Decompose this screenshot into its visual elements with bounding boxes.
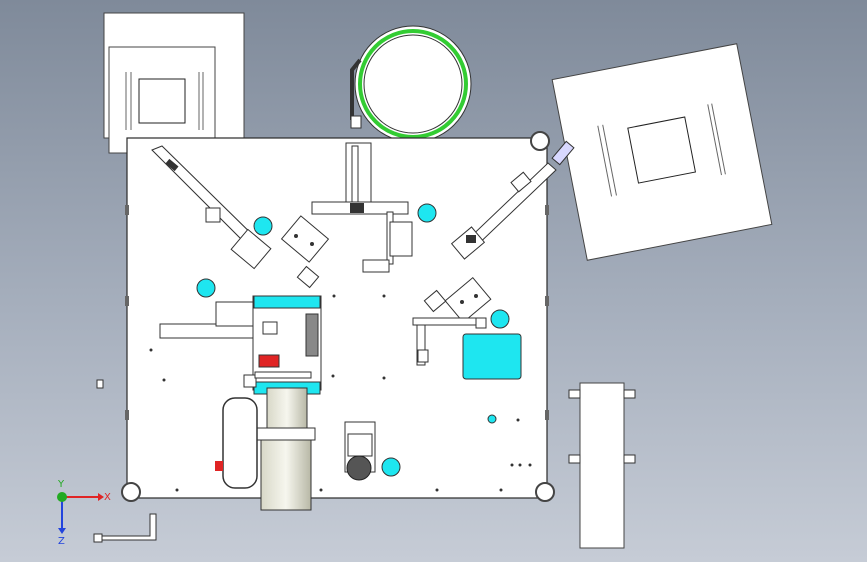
right-arm-assembly[interactable] — [412, 317, 522, 380]
x-axis-label: X — [104, 492, 111, 503]
left-actuator-module[interactable] — [159, 295, 322, 395]
z-axis-label: Z — [58, 536, 65, 547]
coordinate-triad: X Y Z — [57, 479, 111, 547]
base-plate[interactable] — [121, 131, 555, 502]
cable-coil[interactable] — [350, 25, 472, 143]
y-axis-label: Y — [57, 479, 65, 490]
tray-fixture-top-right[interactable] — [551, 43, 773, 261]
cyan-hole-markers — [196, 203, 510, 477]
corner-bracket-bottom[interactable] — [93, 513, 157, 543]
center-slide-assembly[interactable] — [311, 142, 413, 273]
loose-part-left — [96, 379, 104, 389]
bracket-right-center[interactable] — [423, 277, 492, 323]
right-vertical-plate[interactable] — [568, 382, 636, 549]
plate-holes — [149, 294, 532, 492]
bracket-left-center[interactable] — [280, 215, 330, 289]
bottom-motor-block[interactable] — [344, 421, 376, 481]
tray-fixture-top-left[interactable] — [103, 12, 245, 154]
left-diagonal-rail[interactable] — [151, 145, 272, 270]
motor-cylinder[interactable] — [215, 387, 316, 511]
right-diagonal-rail[interactable] — [450, 140, 575, 260]
